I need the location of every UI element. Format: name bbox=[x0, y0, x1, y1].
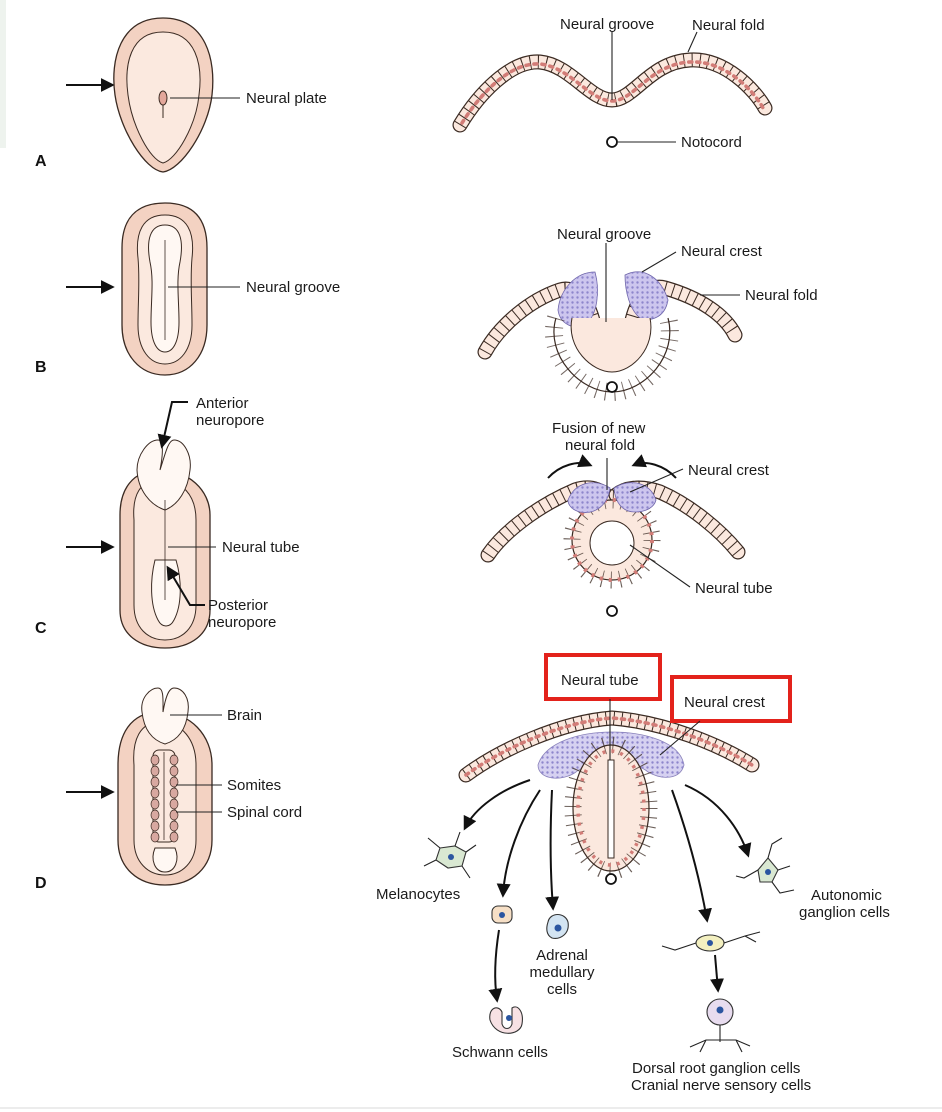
label-neural-crest-c: Neural crest bbox=[688, 462, 770, 479]
label-autonomic-2: ganglion cells bbox=[799, 904, 890, 921]
arrow-to-bipolar bbox=[671, 789, 712, 923]
panel-letter-b: B bbox=[35, 359, 47, 376]
label-somites: Somites bbox=[227, 777, 281, 794]
arrow-to-melanocytes bbox=[463, 779, 531, 831]
label-fusion-2: neural fold bbox=[565, 437, 635, 454]
label-neural-crest-d: Neural crest bbox=[684, 694, 766, 711]
drg-cell bbox=[689, 998, 751, 1053]
label-neural-plate: Neural plate bbox=[246, 90, 327, 107]
highlight-box-neural-crest bbox=[670, 675, 792, 723]
label-posterior-neuropore-1: Posterior bbox=[208, 597, 268, 614]
label-neural-tube-c: Neural tube bbox=[695, 580, 773, 597]
schwann-cell bbox=[489, 1006, 523, 1034]
label-anterior-neuropore-1: Anterior bbox=[196, 395, 249, 412]
label-brain: Brain bbox=[227, 707, 262, 724]
label-spinal-cord: Spinal cord bbox=[227, 804, 302, 821]
label-adrenal-3: cells bbox=[547, 981, 577, 998]
arrow-to-autonomic bbox=[684, 784, 752, 858]
label-neural-crest-b: Neural crest bbox=[681, 243, 763, 260]
label-anterior-neuropore-2: neuropore bbox=[196, 412, 264, 429]
label-posterior-neuropore-2: neuropore bbox=[208, 614, 276, 631]
label-adrenal-2: medullary bbox=[529, 964, 595, 981]
adrenal-cell bbox=[546, 913, 569, 939]
fusion-arrow-left bbox=[547, 454, 593, 479]
panel-letter-a: A bbox=[35, 153, 47, 170]
autonomic-cell bbox=[735, 837, 795, 894]
precursor-cell bbox=[491, 905, 513, 924]
label-neural-fold-a: Neural fold bbox=[692, 17, 765, 34]
label-neural-groove-b: Neural groove bbox=[557, 226, 651, 243]
label-neural-tube-d: Neural tube bbox=[561, 672, 639, 689]
cross-section-d: Neural tube Neural crest bbox=[376, 653, 890, 1094]
arrow-to-adrenal bbox=[545, 789, 560, 911]
label-neural-fold-b: Neural fold bbox=[745, 287, 818, 304]
label-schwann: Schwann cells bbox=[452, 1044, 548, 1061]
arrow-to-precursor bbox=[496, 789, 541, 898]
embryo-d: Brain Somites Spinal cord bbox=[66, 687, 302, 886]
cross-section-b: Neural groove Neural crest Neural fold bbox=[477, 226, 818, 402]
label-dorsal-1: Dorsal root ganglion cells bbox=[632, 1060, 800, 1077]
anterior-neuropore-arrow bbox=[157, 401, 188, 449]
panel-letter-c: C bbox=[35, 620, 47, 637]
panel-letter-d: D bbox=[35, 875, 47, 892]
melanocyte-cell bbox=[423, 831, 477, 879]
label-adrenal-1: Adrenal bbox=[536, 947, 588, 964]
bipolar-cell bbox=[661, 931, 761, 952]
posterior-neuropore-arrow bbox=[166, 565, 205, 606]
label-autonomic-1: Autonomic bbox=[811, 887, 882, 904]
cross-section-c: Fusion of new neural fold Neural crest N… bbox=[480, 420, 773, 617]
embryo-a: Neural plate bbox=[66, 17, 327, 173]
embryo-b: Neural groove bbox=[66, 202, 340, 376]
fusion-arrow-right bbox=[631, 454, 677, 479]
label-fusion-1: Fusion of new bbox=[552, 420, 646, 437]
highlight-box-neural-tube bbox=[544, 653, 662, 701]
arrow-to-schwann bbox=[488, 929, 503, 1003]
margin-strip bbox=[0, 0, 6, 148]
embryo-c: Anterior neuropore Neural tube Posterior… bbox=[66, 395, 300, 649]
label-notocord: Notocord bbox=[681, 134, 742, 151]
label-dorsal-2: Cranial nerve sensory cells bbox=[631, 1077, 811, 1094]
label-neural-groove-a: Neural groove bbox=[560, 16, 654, 33]
cross-section-a: Neural groove Neural fold Notocord bbox=[452, 16, 773, 151]
label-melanocytes: Melanocytes bbox=[376, 886, 460, 903]
arrow-to-drg bbox=[710, 954, 725, 993]
label-neural-groove-b-embryo: Neural groove bbox=[246, 279, 340, 296]
label-neural-tube-c-embryo: Neural tube bbox=[222, 539, 300, 556]
